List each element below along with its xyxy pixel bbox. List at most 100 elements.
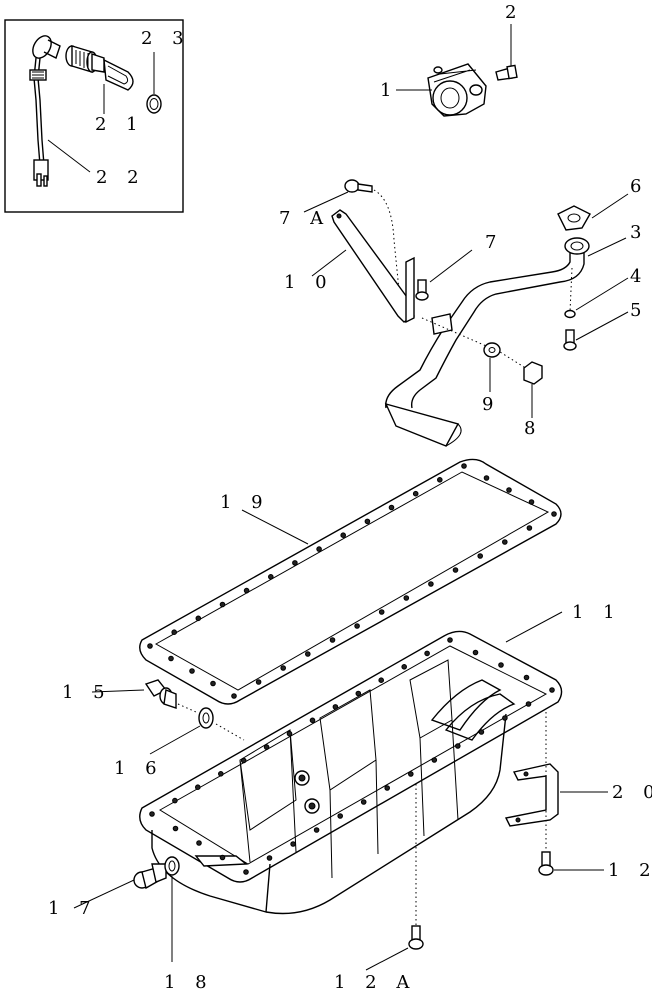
callout-7: 7 bbox=[485, 232, 503, 253]
bolt-hole bbox=[337, 813, 344, 819]
bolt-hole bbox=[437, 477, 443, 483]
pan-bolt-holes bbox=[149, 637, 555, 875]
bolt-hole bbox=[428, 581, 434, 587]
bolt-hole bbox=[340, 532, 347, 539]
bolt-hole bbox=[280, 665, 287, 671]
callout-21: 2 1 bbox=[95, 114, 145, 135]
bolt-hole bbox=[290, 841, 296, 847]
part-15-plug: 1 5 bbox=[62, 679, 177, 709]
inset-frame bbox=[4, 19, 184, 213]
bolt-hole bbox=[243, 869, 249, 875]
seal-ring-part bbox=[146, 94, 162, 114]
callout-6: 6 bbox=[630, 176, 648, 197]
gasket-bolt-holes bbox=[147, 463, 557, 699]
bolt-hole bbox=[360, 799, 367, 805]
callout-17: 1 7 bbox=[48, 898, 98, 919]
part-12-bolt: 1 2 bbox=[538, 851, 651, 881]
dipstick-part bbox=[29, 35, 61, 187]
part-6-gasket: 6 bbox=[557, 176, 648, 231]
bolt-hole bbox=[305, 651, 311, 657]
bolt-hole bbox=[403, 595, 410, 601]
bolt-hole bbox=[408, 771, 414, 777]
bolt-hole bbox=[478, 729, 485, 735]
part-9-washer: 9 bbox=[482, 342, 501, 415]
bolt-hole bbox=[526, 525, 533, 531]
callout-11: 1 1 bbox=[572, 602, 622, 623]
bolt-hole bbox=[286, 730, 293, 737]
bolt-hole bbox=[172, 797, 178, 804]
bolt-hole bbox=[447, 637, 453, 643]
bolt-hole bbox=[551, 511, 557, 517]
bolt-hole bbox=[502, 539, 508, 545]
dotted-line-4 bbox=[569, 267, 573, 313]
bolt-hole bbox=[329, 637, 336, 643]
bolt-hole bbox=[171, 629, 177, 636]
bolt-hole bbox=[431, 757, 438, 763]
bolt-hole bbox=[401, 664, 408, 670]
bolt-hole bbox=[172, 825, 179, 832]
dotted-line-16 bbox=[215, 723, 245, 741]
part-18-washer: 1 8 bbox=[164, 856, 214, 993]
bolt-hole bbox=[455, 743, 461, 749]
part-7a-bolt: 7 A bbox=[279, 179, 373, 229]
dipstick-tube-part bbox=[65, 45, 134, 91]
bolt-hole bbox=[218, 771, 224, 777]
part-7-bolt: 7 bbox=[415, 232, 503, 301]
callout-22: 2 2 bbox=[96, 167, 146, 188]
bolt-hole bbox=[498, 662, 504, 668]
callout-23: 2 3 bbox=[141, 28, 191, 49]
bolt-hole bbox=[196, 840, 202, 846]
part-8-nut: 8 bbox=[523, 361, 543, 439]
leader-22 bbox=[47, 139, 91, 173]
bolt-hole bbox=[378, 609, 385, 615]
callout-20: 2 0 bbox=[612, 782, 652, 803]
bolt-hole bbox=[313, 827, 320, 833]
callout-19: 1 9 bbox=[220, 492, 270, 513]
callout-7a: 7 A bbox=[279, 208, 330, 229]
bolt-hole bbox=[332, 704, 339, 710]
bolt-hole bbox=[231, 693, 237, 699]
bolt-hole bbox=[549, 687, 555, 693]
part-5-bolt: 5 bbox=[563, 300, 641, 351]
bolt-hole bbox=[268, 574, 274, 580]
bolt-hole bbox=[255, 679, 262, 685]
bolt-hole bbox=[195, 615, 202, 622]
callout-4: 4 bbox=[630, 266, 648, 287]
part-11-oil-pan: 1 1 bbox=[139, 602, 622, 915]
bolt-hole bbox=[523, 674, 530, 681]
dotted-line-pipe-clamp bbox=[421, 317, 533, 373]
part-3-suction-pipe: 3 bbox=[384, 222, 648, 447]
callout-8: 8 bbox=[524, 418, 542, 439]
dipstick-inset: 2 3 2 1 2 2 bbox=[4, 19, 191, 213]
callout-3: 3 bbox=[630, 222, 648, 243]
part-16-washer: 1 6 bbox=[114, 707, 214, 779]
bolt-hole bbox=[219, 601, 226, 608]
part-4-washer: 4 bbox=[564, 266, 648, 319]
part-1-housing: 1 bbox=[380, 63, 487, 117]
bolt-hole bbox=[477, 553, 484, 559]
bolt-hole bbox=[316, 546, 322, 552]
bolt-hole bbox=[292, 560, 298, 566]
part-2-screw: 2 bbox=[495, 2, 523, 81]
bolt-hole bbox=[210, 680, 216, 687]
callout-16: 1 6 bbox=[114, 758, 164, 779]
part-19-pan-gasket: 1 9 bbox=[139, 458, 562, 705]
bolt-hole bbox=[168, 655, 174, 662]
part-20-bracket: 2 0 bbox=[504, 763, 652, 827]
seal-ring-inner bbox=[149, 98, 159, 110]
bolt-hole bbox=[354, 623, 360, 629]
bolt-hole bbox=[309, 717, 316, 724]
bolt-hole bbox=[195, 784, 201, 791]
bolt-hole bbox=[388, 504, 395, 511]
bolt-hole bbox=[506, 487, 512, 493]
bolt-hole bbox=[243, 587, 250, 594]
bolt-hole bbox=[364, 518, 371, 525]
callout-2: 2 bbox=[505, 2, 523, 23]
bolt-hole bbox=[219, 854, 226, 861]
bolt-hole bbox=[452, 567, 459, 573]
bolt-hole bbox=[149, 811, 155, 817]
bolt-hole bbox=[472, 649, 479, 656]
bolt-hole bbox=[384, 785, 391, 791]
callout-18: 1 8 bbox=[164, 972, 214, 993]
